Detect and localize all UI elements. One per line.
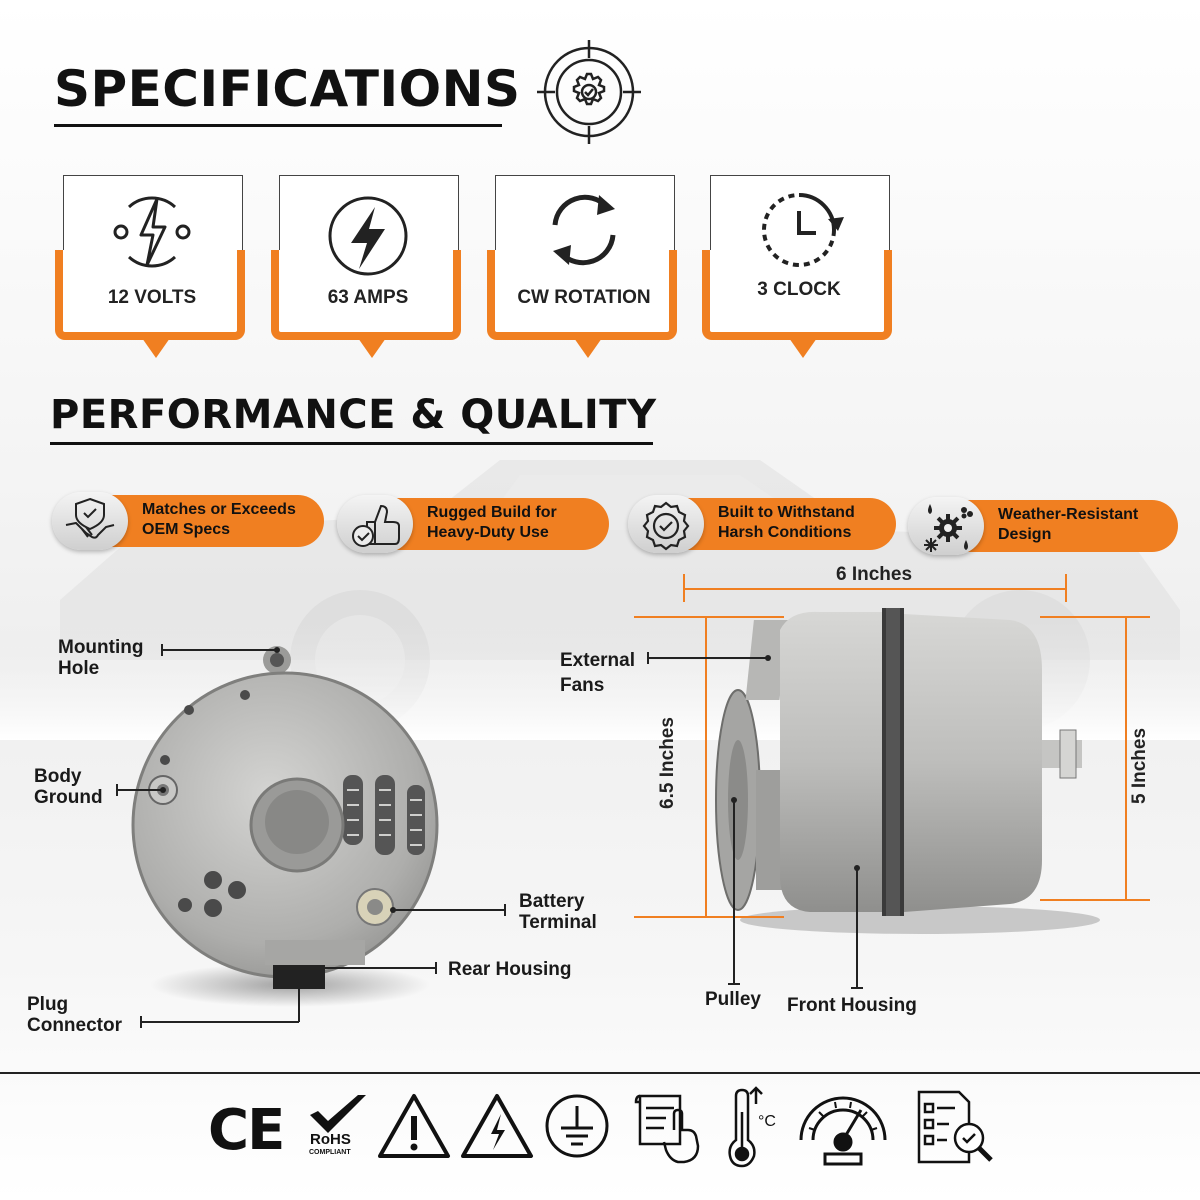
specifications-heading: SPECIFICATIONS <box>54 60 521 118</box>
rotation-arrows-icon <box>552 194 616 266</box>
document-inspection-icon <box>917 1090 993 1164</box>
callout-rear-housing: Rear Housing <box>448 959 572 980</box>
feature-weather-line1: Weather-Resistant <box>998 506 1139 523</box>
badge-check-icon <box>642 501 690 551</box>
thumbs-up-check-icon <box>352 504 400 547</box>
voltage-bolt-icon <box>113 196 191 268</box>
handshake-shield-icon <box>65 497 115 539</box>
svg-text:°C: °C <box>758 1113 776 1130</box>
callout-pulley: Pulley <box>705 989 761 1010</box>
spec-card-clock: 3 CLOCK <box>702 175 896 358</box>
ground-symbol-icon <box>545 1094 609 1158</box>
spec-label-volts: 12 VOLTS <box>107 287 197 308</box>
specifications-underline <box>54 124 502 127</box>
feature-rugged-line1: Rugged Build for <box>427 504 557 521</box>
spec-card-volts: 12 VOLTS <box>55 175 249 358</box>
feature-harsh-conditions: Built to Withstand Harsh Conditions <box>628 495 896 553</box>
performance-gauge-icon <box>799 1096 887 1166</box>
feature-oem-line1: Matches or Exceeds <box>142 501 296 518</box>
dimension-height-right: 5 Inches <box>1129 727 1151 805</box>
clock-icon <box>762 193 844 267</box>
feature-rugged-build: Rugged Build for Heavy-Duty Use <box>337 495 609 553</box>
spec-card-rotation: CW ROTATION <box>487 175 681 358</box>
spec-label-clock: 3 CLOCK <box>757 279 841 300</box>
footer-divider <box>0 1072 1200 1074</box>
alternator-rear-view-image <box>131 646 439 1007</box>
callout-front-housing: Front Housing <box>787 995 917 1016</box>
performance-underline <box>50 442 653 445</box>
feature-oem-line2: OEM Specs <box>142 521 231 538</box>
weather-gear-icon <box>924 504 973 552</box>
dimension-height-left: 6.5 Inches <box>656 717 678 809</box>
manual-touch-icon <box>634 1094 700 1164</box>
spec-label-amps: 63 AMPS <box>327 287 409 308</box>
feature-harsh-line2: Harsh Conditions <box>718 524 852 541</box>
target-gear-check-icon <box>537 40 641 144</box>
rohs-compliant-icon: RoHS COMPLIANT <box>306 1093 370 1165</box>
spec-card-amps: 63 AMPS <box>271 175 465 358</box>
lightning-circle-icon <box>328 196 408 276</box>
feature-oem-specs: Matches or Exceeds OEM Specs <box>52 492 324 550</box>
thermometer-celsius-icon: °C <box>728 1086 776 1168</box>
ce-mark-icon: CE <box>208 1098 285 1163</box>
feature-harsh-line1: Built to Withstand <box>718 504 855 521</box>
feature-weather-line2: Design <box>998 526 1052 543</box>
feature-weather-resistant: Weather-Resistant Design <box>908 497 1178 555</box>
electrical-hazard-icon <box>461 1094 533 1158</box>
warning-exclamation-icon <box>378 1094 450 1158</box>
performance-heading: PERFORMANCE & QUALITY <box>50 392 657 438</box>
feature-rugged-line2: Heavy-Duty Use <box>427 524 549 541</box>
dimension-width: 6 Inches <box>836 564 913 585</box>
spec-label-rotation: CW ROTATION <box>517 287 651 308</box>
